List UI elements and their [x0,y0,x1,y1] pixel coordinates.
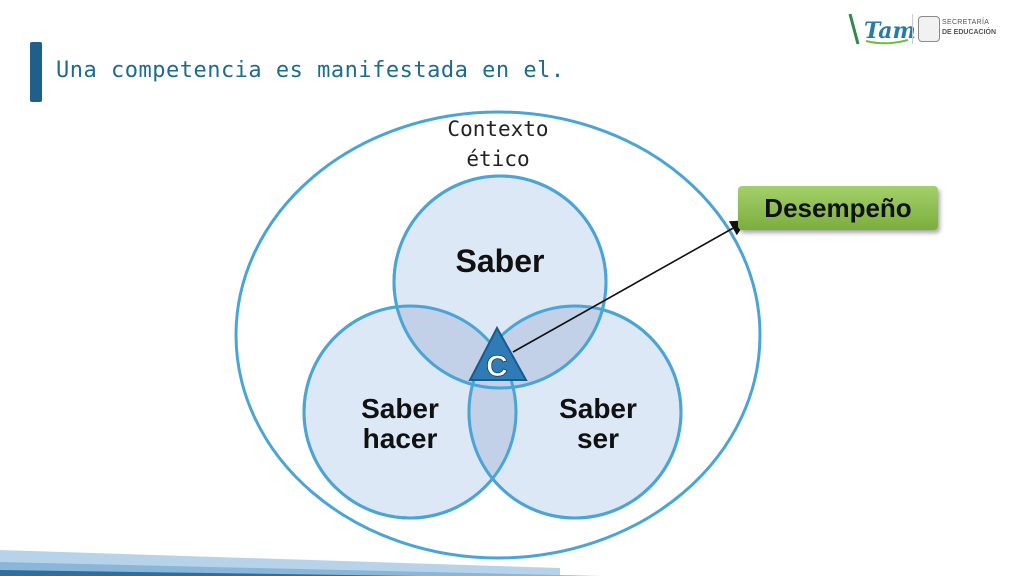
logo-text: SECRETARÍA DE EDUCACIÓN [942,18,996,38]
overlap-saber-hacer [394,306,516,388]
seal-icon [918,16,940,42]
desempeno-box: Desempeño [738,186,938,230]
logo-divider [912,14,913,44]
bottom-decoration [0,550,600,576]
arrow-to-desempeno [512,220,747,353]
title-accent-bar [30,42,42,102]
logo-text-line2: DE EDUCACIÓN [942,29,997,36]
circle-saber-ser-label-line1: Saber [559,393,637,424]
slide-title: Una competencia es manifestada en el. [56,58,565,83]
overlap-saber-ser [469,306,606,388]
circle-saber-ser-outline [467,304,683,520]
circle-saber-label: Saber [456,243,545,279]
context-label-line2: ético [466,147,529,171]
circle-saber-hacer-label-line1: Saber [361,393,439,424]
circle-saber-hacer-label-line2: hacer [363,423,438,454]
tam-logo-icon: Tam [848,13,916,45]
center-label: C [486,350,508,383]
context-label-line1: Contexto [447,117,548,141]
circle-saber-hacer-outline [302,304,518,520]
center-triangle [468,325,528,381]
logo-text-line1: SECRETARÍA [942,19,990,26]
logo: Tam [846,10,996,50]
circle-saber-ser-label-line2: ser [577,423,619,454]
circle-saber-outline [392,174,608,390]
